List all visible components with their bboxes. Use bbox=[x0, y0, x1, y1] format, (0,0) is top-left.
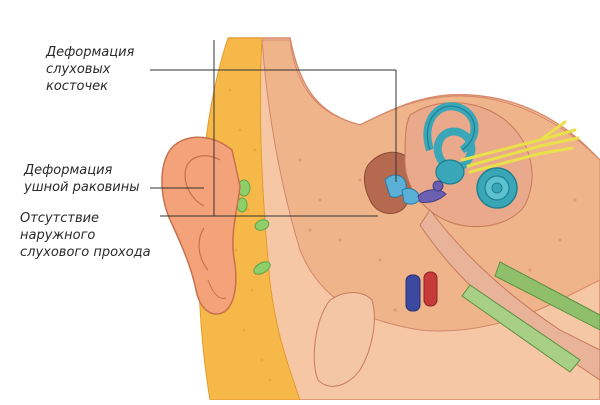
label-ossicles-line1: Деформация bbox=[46, 45, 135, 60]
label-ossicles-deformation: Деформация слуховых косточек bbox=[46, 44, 134, 95]
vestibule bbox=[435, 159, 465, 185]
muscle-tube bbox=[494, 261, 600, 331]
label-ossicles-line2: слуховых bbox=[46, 62, 111, 77]
ossicles bbox=[384, 174, 447, 205]
cochlea bbox=[476, 167, 518, 209]
muscle-tube-lower bbox=[461, 284, 581, 373]
vein bbox=[405, 274, 421, 312]
jaw-structure bbox=[313, 292, 375, 387]
semicircular-canals-outline bbox=[426, 105, 475, 151]
auditory-nerve bbox=[460, 120, 580, 174]
label-auricle-line1: Деформация bbox=[24, 163, 113, 178]
leader-lines bbox=[150, 40, 397, 217]
label-auricle-line2: ушной раковины bbox=[24, 180, 140, 195]
auricle bbox=[161, 136, 241, 315]
label-canal-absence: Отсутствие наружного слухового прохода bbox=[20, 210, 151, 261]
label-canal-line2: наружного bbox=[20, 228, 96, 243]
label-canal-line3: слухового прохода bbox=[20, 245, 151, 260]
artery bbox=[423, 271, 438, 307]
label-canal-line1: Отсутствие bbox=[20, 211, 100, 226]
eustachian-tube bbox=[419, 209, 600, 381]
glands bbox=[236, 179, 271, 275]
label-ossicles-line3: косточек bbox=[46, 79, 109, 94]
label-auricle-deformation: Деформация ушной раковины bbox=[24, 162, 140, 196]
